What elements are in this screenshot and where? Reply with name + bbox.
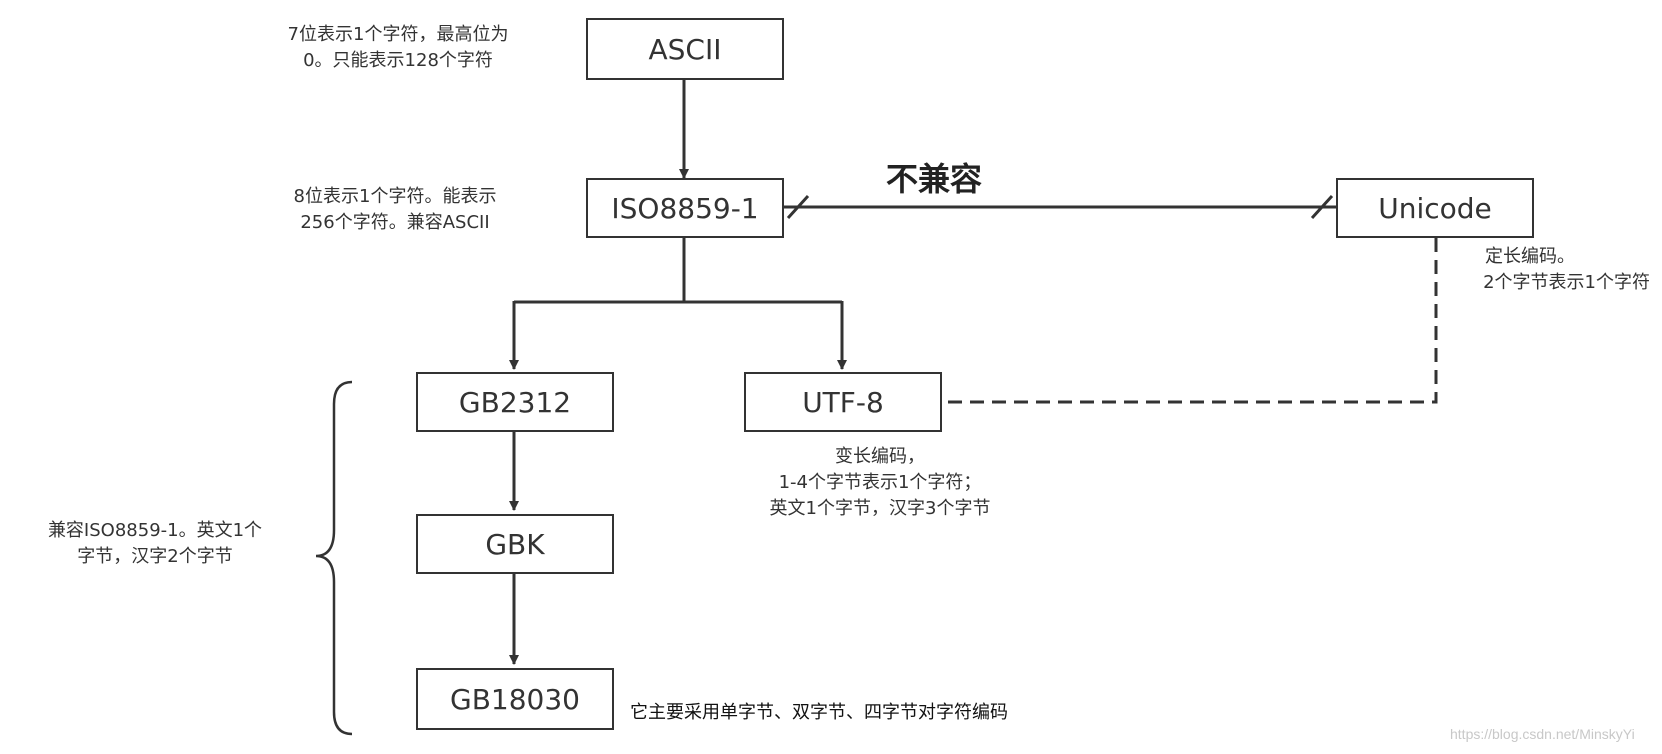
ascii-note: 7位表示1个字符，最高位为 0。只能表示128个字符 [248,22,548,74]
utf8-note: 变长编码， 1-4个字节表示1个字符； 英文1个字节，汉字3个字节 [730,444,1030,522]
gb2312-node: GB2312 [416,372,614,432]
iso-note-line1: 8位表示1个字符。能表示 [293,186,497,207]
iso8859-node: ISO8859-1 [586,178,784,238]
ascii-node: ASCII [586,18,784,80]
gb-family-note-line2: 字节，汉字2个字节 [77,546,233,567]
incompatible-label: 不兼容 [886,160,983,198]
gbk-node: GBK [416,514,614,574]
gb18030-node: GB18030 [416,668,614,730]
ascii-note-line1: 7位表示1个字符，最高位为 [287,24,509,45]
iso-note: 8位表示1个字符。能表示 256个字符。兼容ASCII [250,184,540,236]
gb-family-brace [315,380,353,736]
unicode-note-line2: 2个字节表示1个字符 [1483,272,1650,293]
utf8-note-line1: 变长编码， [835,446,925,467]
utf8-node: UTF-8 [744,372,942,432]
gb18030-note: 它主要采用单字节、双字节、四字节对字符编码 [630,702,1008,723]
unicode-node: Unicode [1336,178,1534,238]
unicode-note-line1: 定长编码。 [1485,246,1575,267]
incompatible-tick-left [786,194,810,220]
utf8-note-line2: 1-4个字节表示1个字符； [778,472,982,493]
watermark: https://blog.csdn.net/MinskyYi [1450,726,1635,742]
ascii-note-line2: 0。只能表示128个字符 [303,50,493,71]
iso-note-line2: 256个字符。兼容ASCII [300,212,490,233]
incompatible-tick-right [1310,194,1334,220]
utf8-note-line3: 英文1个字节，汉字3个字节 [769,498,991,519]
connector-unicode-utf8-dashed [944,238,1438,404]
gb-family-note-line1: 兼容ISO8859-1。英文1个 [47,520,263,541]
unicode-note: 定长编码。 2个字节表示1个字符 [1370,244,1650,296]
gb-family-note: 兼容ISO8859-1。英文1个 字节，汉字2个字节 [10,518,300,570]
